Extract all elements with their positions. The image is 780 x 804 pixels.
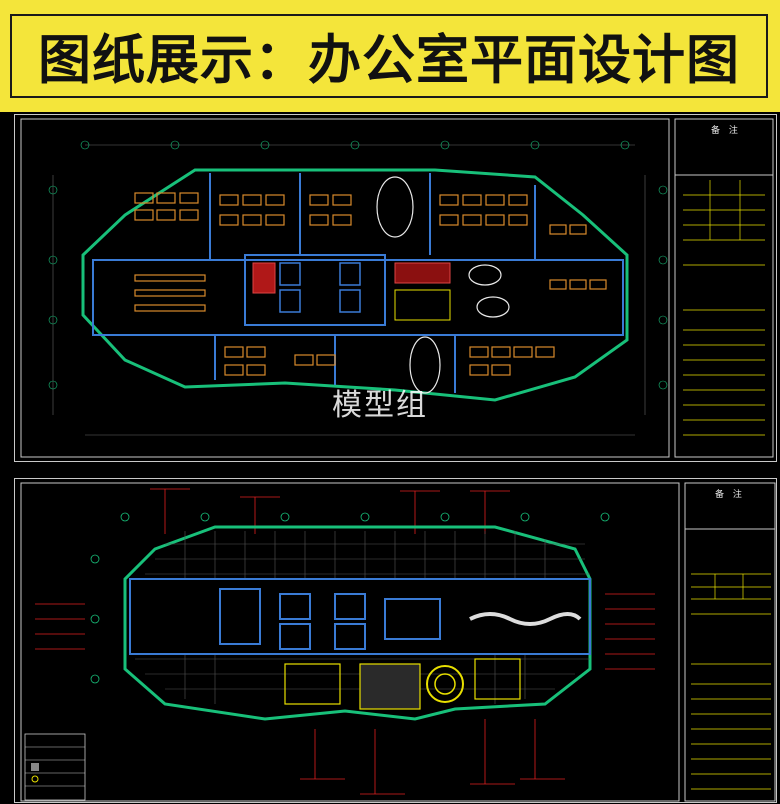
drawing-sheet-plan-layout: 备 注 [14,114,777,462]
conference-tables [376,176,510,394]
drawing-sheet-ceiling-plan: 备 注 [14,478,777,803]
title-banner: 图纸展示：办公室平面设计图 [0,0,780,112]
interior-walls [129,578,591,655]
page-title: 图纸展示：办公室平面设计图 [10,14,768,98]
interior-walls [92,173,624,393]
title-block [674,118,774,458]
workstation-desks [134,192,607,376]
building-core [252,262,451,321]
floor-plan-drawing [20,118,774,458]
feature-ceilings [284,612,582,710]
title-block-heading: 备 注 [715,490,745,500]
title-block [684,482,776,802]
drawing-border [20,118,670,458]
ceiling-annotations [35,488,655,795]
drawing-border [20,482,680,802]
legend-table [24,733,86,801]
grid-axes [48,140,668,436]
title-block-heading: 备 注 [711,126,741,136]
grid-bubbles [90,512,610,684]
watermark-text: 模型组 [332,388,428,423]
building-outline [81,168,629,402]
ceiling-plan-drawing [20,482,776,802]
